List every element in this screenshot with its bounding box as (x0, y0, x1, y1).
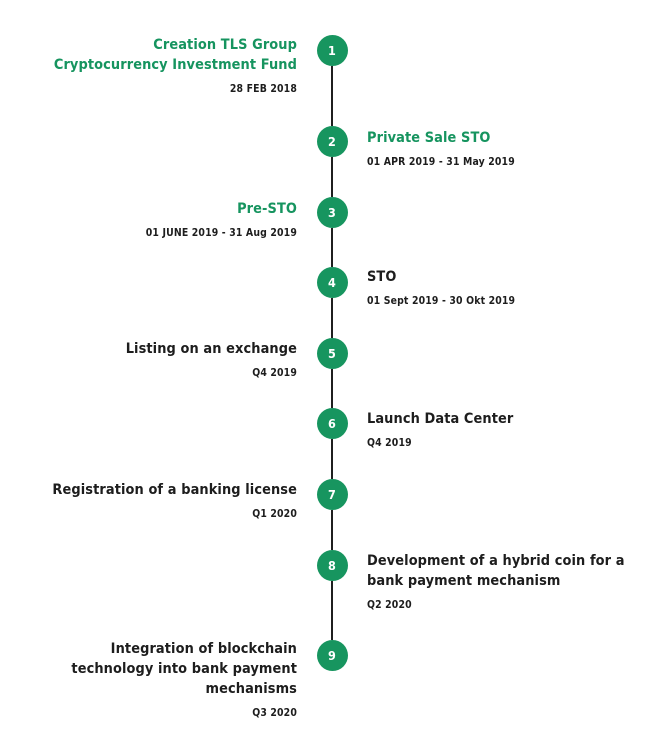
timeline-connector-line (331, 65, 333, 126)
milestone-title: Private Sale STO (367, 130, 491, 146)
timeline-node-5[interactable]: 5 (316, 337, 348, 369)
milestone-title: Development of a hybrid coin for a bank … (367, 553, 625, 589)
milestone-title: Pre-STO (237, 201, 297, 217)
timeline-node-8[interactable]: 8 (316, 549, 348, 581)
milestone-date: Q4 2019 (252, 367, 297, 379)
milestone-date: Q3 2020 (252, 707, 297, 719)
milestone-entry-1: Creation TLS Group Cryptocurrency Invest… (54, 35, 297, 96)
milestone-entry-8: Development of a hybrid coin for a bank … (367, 551, 625, 612)
milestone-date: 01 APR 2019 - 31 May 2019 (367, 156, 515, 168)
milestone-date: Q4 2019 (367, 437, 412, 449)
timeline-connector-line (331, 297, 333, 338)
milestone-entry-3: Pre-STO 01 JUNE 2019 - 31 Aug 2019 (146, 199, 297, 240)
timeline-connector-line (331, 368, 333, 408)
timeline-connector-line (331, 438, 333, 479)
milestone-title: STO (367, 269, 397, 285)
timeline-node-1[interactable]: 1 (316, 34, 348, 66)
milestone-date: 01 JUNE 2019 - 31 Aug 2019 (145, 227, 297, 239)
milestone-date: Q2 2020 (367, 599, 412, 611)
timeline-connector-line (331, 156, 333, 197)
timeline-node-3[interactable]: 3 (316, 196, 348, 228)
milestone-entry-4: STO 01 Sept 2019 - 30 Okt 2019 (367, 267, 515, 308)
timeline-connector-line (331, 580, 333, 640)
milestone-date: 28 FEB 2018 (229, 83, 297, 95)
milestone-title: Registration of a banking license (52, 482, 297, 498)
milestone-entry-6: Launch Data Center Q4 2019 (367, 409, 513, 450)
milestone-entry-5: Listing on an exchange Q4 2019 (126, 339, 297, 380)
milestone-title: Creation TLS Group Cryptocurrency Invest… (53, 37, 297, 73)
timeline-node-6[interactable]: 6 (316, 407, 348, 439)
timeline-node-2[interactable]: 2 (316, 125, 348, 157)
milestone-entry-9: Integration of blockchain technology int… (71, 639, 297, 720)
timeline-node-9[interactable]: 9 (316, 639, 348, 671)
timeline-connector-line (331, 227, 333, 267)
timeline-node-4[interactable]: 4 (316, 266, 348, 298)
milestone-date: 01 Sept 2019 - 30 Okt 2019 (367, 295, 516, 307)
milestone-title: Launch Data Center (367, 411, 514, 427)
milestone-title: Listing on an exchange (125, 341, 297, 357)
timeline-node-7[interactable]: 7 (316, 478, 348, 510)
milestone-entry-7: Registration of a banking license Q1 2020 (52, 480, 297, 521)
milestone-entry-2: Private Sale STO 01 APR 2019 - 31 May 201… (367, 128, 515, 169)
milestone-title: Integration of blockchain technology int… (71, 641, 297, 697)
milestone-date: Q1 2020 (252, 508, 297, 520)
timeline-connector-line (331, 509, 333, 550)
